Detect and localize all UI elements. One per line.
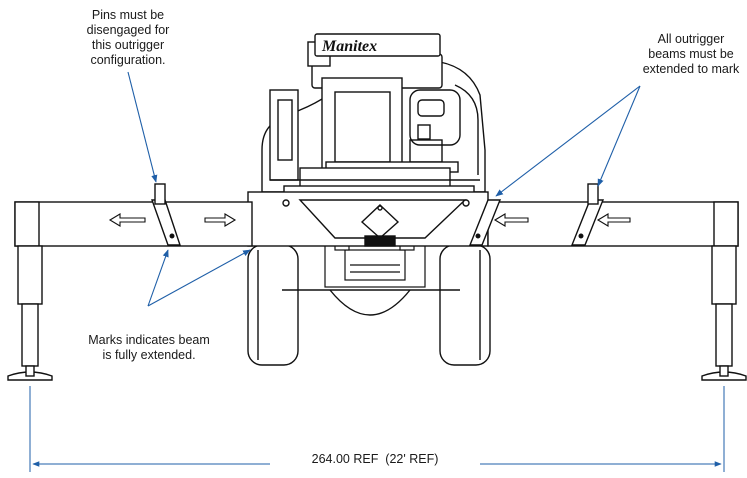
undercarriage <box>324 235 426 288</box>
beam-direction-arrows <box>108 213 631 227</box>
beams-leader-right <box>597 85 641 187</box>
note-beams-extended: All outrigger beams must be extended to … <box>628 32 747 77</box>
note-line: disengaged for <box>86 23 170 37</box>
note-line: extended to mark <box>642 62 740 76</box>
note-line: Pins must be <box>91 8 165 22</box>
overall-dimension <box>29 386 725 472</box>
outrigger-box <box>247 191 489 247</box>
brand-logo-text: Manitex <box>321 38 377 55</box>
note-pins-disengaged: Pins must be disengaged for this outrigg… <box>58 8 198 68</box>
marks-leader-left <box>147 249 169 307</box>
tires <box>247 244 491 366</box>
note-line: All outrigger <box>657 32 725 46</box>
crane-cab <box>261 41 486 195</box>
note-line: this outrigger <box>91 38 165 52</box>
callout-leaders <box>127 71 641 307</box>
note-line: beams must be <box>648 47 734 61</box>
right-jack-leg <box>701 245 747 381</box>
note-marks-indicate: Marks indicates beam is fully extended. <box>54 333 244 363</box>
right-outrigger-beam <box>468 183 739 247</box>
note-line: is fully extended. <box>102 348 196 362</box>
note-line: Marks indicates beam <box>88 333 210 347</box>
dimension-label: 264.00 REF (22' REF) <box>270 452 480 466</box>
left-jack-leg <box>7 245 53 381</box>
pins-leader <box>127 71 158 183</box>
left-outrigger-beam <box>14 183 253 247</box>
manitex-logo: Manitex <box>314 33 441 57</box>
note-line: configuration. <box>90 53 166 67</box>
marks-leader-right <box>147 249 251 307</box>
beams-leader-center <box>495 85 641 197</box>
